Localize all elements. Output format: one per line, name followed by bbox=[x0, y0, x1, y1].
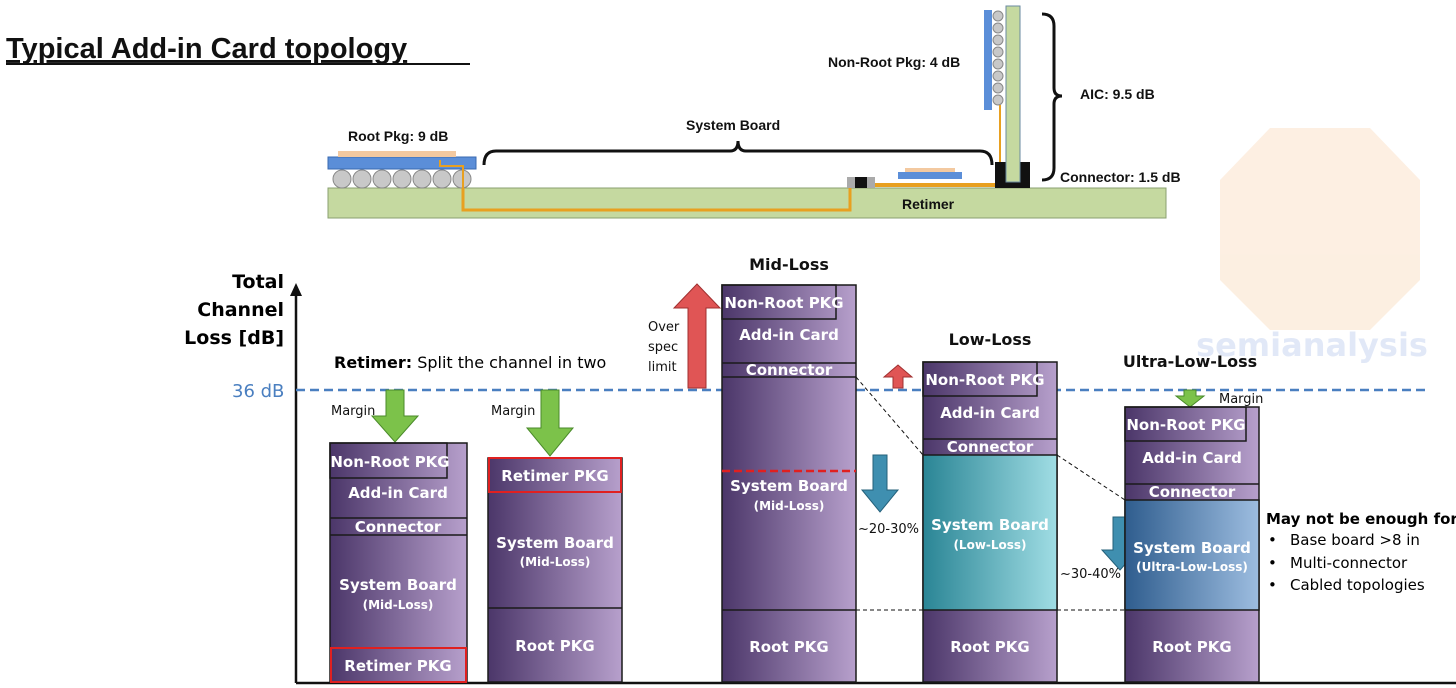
label: Multi-connector bbox=[1290, 554, 1408, 572]
retimer-note: Retimer: Split the channel in two bbox=[334, 353, 606, 372]
label: System Board bbox=[931, 516, 1049, 534]
svg-text:•: • bbox=[1268, 576, 1277, 594]
root-pkg-label: Root Pkg: 9 dB bbox=[348, 128, 448, 144]
aic-card bbox=[1005, 5, 1021, 183]
stack-retimer-aic-side: Non-Root PKG Add-in Card Connector Syste… bbox=[329, 442, 468, 683]
label: System Board bbox=[730, 477, 848, 495]
label: (Mid-Loss) bbox=[520, 555, 591, 569]
label: Add-in Card bbox=[940, 404, 1040, 422]
label: (Low-Loss) bbox=[953, 538, 1026, 552]
label: Add-in Card bbox=[1142, 449, 1242, 467]
label: Retimer PKG bbox=[344, 657, 451, 675]
over-spec-label-2: spec bbox=[648, 340, 678, 355]
limitations-note: May not be enough for: • Base board >8 in… bbox=[1266, 510, 1456, 594]
y-axis-label-line3: Loss [dB] bbox=[184, 327, 284, 349]
connector-label: Connector: 1.5 dB bbox=[1060, 169, 1181, 185]
margin-label-2: Margin bbox=[491, 404, 535, 419]
non-root-pkg-label: Non-Root Pkg: 4 dB bbox=[828, 54, 960, 70]
retimer-label: Retimer bbox=[902, 196, 955, 212]
label: Connector bbox=[355, 518, 442, 536]
label: Split the channel in two bbox=[417, 353, 606, 372]
stack-mid-loss: Non-Root PKG Add-in Card Connector Syste… bbox=[721, 284, 857, 683]
label: Root PKG bbox=[515, 637, 594, 655]
label: Root PKG bbox=[749, 638, 828, 656]
semianalysis-watermark: semianalysis bbox=[1196, 128, 1428, 364]
topology-diagram: Root Pkg: 9 dB System Board Non-Root Pkg… bbox=[327, 5, 1181, 219]
label: System Board bbox=[496, 534, 614, 552]
header-ultra-low-loss: Ultra-Low-Loss bbox=[1123, 352, 1257, 371]
margin-label-3: Margin bbox=[1219, 392, 1263, 407]
label: Base board >8 in bbox=[1290, 531, 1420, 549]
system-board-label: System Board bbox=[686, 117, 780, 133]
svg-text:•: • bbox=[1268, 554, 1277, 572]
label: Retimer PKG bbox=[501, 467, 608, 485]
svg-text:semianalysis: semianalysis bbox=[1196, 326, 1428, 364]
header-low-loss: Low-Loss bbox=[949, 330, 1032, 349]
label: Add-in Card bbox=[348, 484, 448, 502]
label: (Mid-Loss) bbox=[754, 499, 825, 513]
page-title: Typical Add-in Card topology bbox=[6, 33, 407, 65]
label: Connector bbox=[947, 438, 1034, 456]
label: May not be enough for: bbox=[1266, 510, 1456, 528]
aic-label: AIC: 9.5 dB bbox=[1080, 86, 1155, 102]
label: Non-Root PKG bbox=[925, 371, 1044, 389]
root-package bbox=[327, 156, 477, 170]
label: System Board bbox=[339, 576, 457, 594]
label: System Board bbox=[1133, 539, 1251, 557]
reduction-mid-label: ~20-30% bbox=[858, 522, 919, 537]
margin-label-1: Margin bbox=[331, 404, 375, 419]
label: Root PKG bbox=[1152, 638, 1231, 656]
system-pcb bbox=[327, 187, 1167, 219]
label: Non-Root PKG bbox=[330, 453, 449, 471]
stack-retimer-root-side: Retimer PKG System Board (Mid-Loss) Root… bbox=[487, 457, 623, 683]
over-spec-label-1: Over bbox=[648, 320, 680, 335]
over-spec-arrow-icon bbox=[672, 283, 914, 389]
svg-text:•: • bbox=[1268, 531, 1277, 549]
label: Connector bbox=[1149, 483, 1236, 501]
label: Non-Root PKG bbox=[724, 294, 843, 312]
header-mid-loss: Mid-Loss bbox=[749, 255, 829, 274]
label: Retimer: bbox=[334, 353, 412, 372]
label: Non-Root PKG bbox=[1126, 416, 1245, 434]
spec-limit-label: 36 dB bbox=[232, 381, 284, 402]
stack-ultra-low-loss: Non-Root PKG Add-in Card Connector Syste… bbox=[1124, 406, 1260, 683]
label: Cabled topologies bbox=[1290, 576, 1425, 594]
retimer-chip bbox=[898, 172, 962, 179]
label: Connector bbox=[746, 361, 833, 379]
over-spec-label-3: limit bbox=[648, 360, 677, 375]
system-board-brace bbox=[482, 140, 994, 166]
reduction-low-label: ~30-40% bbox=[1060, 567, 1121, 582]
margin-arrow-icon bbox=[370, 389, 1206, 457]
stack-low-loss: Non-Root PKG Add-in Card Connector Syste… bbox=[922, 361, 1058, 683]
label: (Ultra-Low-Loss) bbox=[1136, 560, 1248, 574]
y-axis-label-line2: Channel bbox=[197, 299, 284, 321]
sb-sub-label: (Mid-Loss) bbox=[363, 598, 434, 612]
y-axis-label-line1: Total bbox=[232, 271, 284, 293]
label: Add-in Card bbox=[739, 326, 839, 344]
aic-brace bbox=[1041, 12, 1063, 182]
pcb-trace bbox=[461, 188, 852, 212]
label: Root PKG bbox=[950, 638, 1029, 656]
chart-axes: Total Channel Loss [dB] 36 dB bbox=[184, 271, 1456, 685]
